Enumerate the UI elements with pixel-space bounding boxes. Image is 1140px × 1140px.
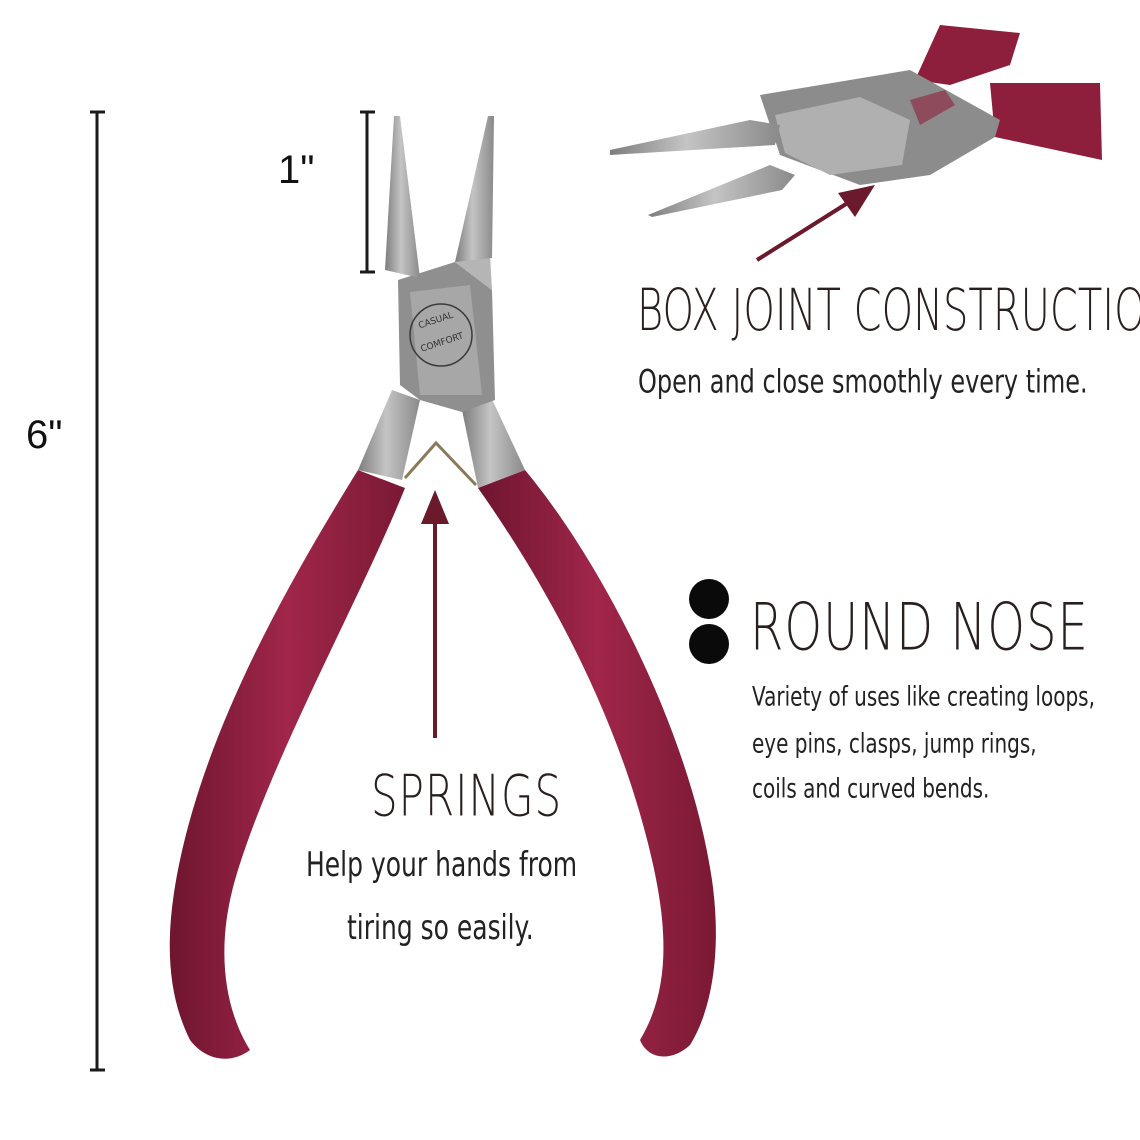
box-joint-arrow-head <box>838 185 875 217</box>
right-neck <box>462 395 525 488</box>
round-nose-line-2: eye pins, clasps, jump rings, <box>752 727 1037 760</box>
box-joint-inset <box>610 25 1102 217</box>
left-nose-tip <box>385 116 420 278</box>
bullet-dot-top <box>689 579 729 619</box>
inset-lower-tip <box>648 165 795 217</box>
bullet-dot-bottom <box>689 624 729 664</box>
box-joint-text: Open and close smoothly every time. <box>638 363 1088 401</box>
box-joint-title: BOX JOINT CONSTRUCTION <box>637 278 1140 345</box>
spring <box>403 440 478 487</box>
round-nose-line-1: Variety of uses like creating loops, <box>752 680 1095 713</box>
inset-upper-tip <box>610 120 780 155</box>
right-handle <box>478 470 716 1057</box>
round-nose-title: ROUND NOSE <box>750 590 1089 666</box>
nose-length-label: 1" <box>278 148 315 192</box>
round-nose-line-3: coils and curved bends. <box>752 772 990 805</box>
left-neck <box>358 390 420 480</box>
springs-line-1: Help your hands from <box>306 845 578 885</box>
springs-title: SPRINGS <box>371 763 563 830</box>
left-handle <box>169 470 405 1059</box>
box-joint-arrow-shaft <box>755 202 848 262</box>
total-length-label: 6" <box>26 413 63 457</box>
springs-arrow-head <box>421 490 449 524</box>
right-nose-tip <box>455 116 494 262</box>
springs-line-2: tiring so easily. <box>347 908 534 948</box>
